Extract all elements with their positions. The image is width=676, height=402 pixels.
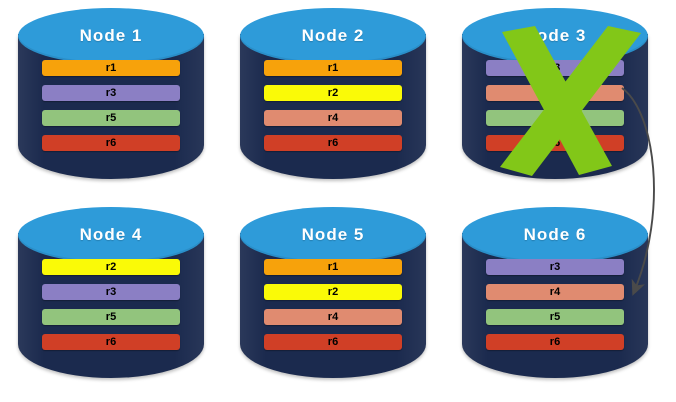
record-bar-r6[interactable]: r6	[42, 334, 180, 350]
node-label: Node 3	[523, 26, 587, 45]
record-bar-r5[interactable]: r5	[42, 110, 180, 126]
record-bar-r5[interactable]: r5	[486, 110, 624, 126]
node-cylinder-1[interactable]: Node 1 r1 r3 r5 r6	[18, 8, 204, 190]
cylinder-body	[462, 233, 648, 378]
record-bar-r3[interactable]: r3	[486, 259, 624, 275]
record-bar-r4[interactable]: r4	[486, 284, 624, 300]
node-label: Node 5	[301, 225, 365, 244]
record-bar-list: r1 r2 r4 r6	[240, 259, 426, 350]
node-cylinder-2[interactable]: Node 2 r1 r2 r4 r6	[240, 8, 426, 190]
record-bar-r5[interactable]: r5	[486, 309, 624, 325]
cylinder-top-disk: Node 2	[240, 8, 426, 64]
record-bar-r5[interactable]: r5	[42, 309, 180, 325]
node-cylinder-6[interactable]: Node 6 r3 r4 r5 r6	[462, 207, 648, 389]
record-bar-r4[interactable]: r4	[486, 85, 624, 101]
cylinder-top-disk: Node 4	[18, 207, 204, 263]
node-label: Node 1	[79, 26, 143, 45]
node-cylinder-4[interactable]: Node 4 r2 r3 r5 r6	[18, 207, 204, 389]
record-bar-r2[interactable]: r2	[264, 284, 402, 300]
record-bar-r6[interactable]: r6	[486, 334, 624, 350]
record-bar-r1[interactable]: r1	[264, 60, 402, 76]
record-bar-r3[interactable]: r3	[42, 284, 180, 300]
record-bar-r4[interactable]: r4	[264, 309, 402, 325]
node-label: Node 6	[523, 225, 587, 244]
record-bar-list: r2 r3 r5 r6	[18, 259, 204, 350]
record-bar-r6[interactable]: r6	[42, 135, 180, 151]
record-bar-r6[interactable]: r6	[264, 334, 402, 350]
node-cylinder-3[interactable]: Node 3 r3 r4 r5 r6	[462, 8, 648, 190]
node-label: Node 2	[301, 26, 365, 45]
cylinder-top-disk: Node 6	[462, 207, 648, 263]
record-bar-r3[interactable]: r3	[42, 85, 180, 101]
record-bar-r4[interactable]: r4	[264, 110, 402, 126]
cylinder-top-disk: Node 1	[18, 8, 204, 64]
record-bar-r1[interactable]: r1	[42, 60, 180, 76]
cylinder-top-disk: Node 5	[240, 207, 426, 263]
record-bar-r3[interactable]: r3	[486, 60, 624, 76]
record-bar-list: r3 r4 r5 r6	[462, 259, 648, 350]
record-bar-list: r1 r2 r4 r6	[240, 60, 426, 151]
record-bar-list: r1 r3 r5 r6	[18, 60, 204, 151]
record-bar-r6[interactable]: r6	[264, 135, 402, 151]
node-label: Node 4	[79, 225, 143, 244]
record-bar-r1[interactable]: r1	[264, 259, 402, 275]
record-bar-r2[interactable]: r2	[264, 85, 402, 101]
record-bar-r2[interactable]: r2	[42, 259, 180, 275]
record-bar-r6[interactable]: r6	[486, 135, 624, 151]
cylinder-body	[18, 233, 204, 378]
node-cylinder-5[interactable]: Node 5 r1 r2 r4 r6	[240, 207, 426, 389]
cylinder-top-disk: Node 3	[462, 8, 648, 64]
record-bar-list: r3 r4 r5 r6	[462, 60, 648, 151]
